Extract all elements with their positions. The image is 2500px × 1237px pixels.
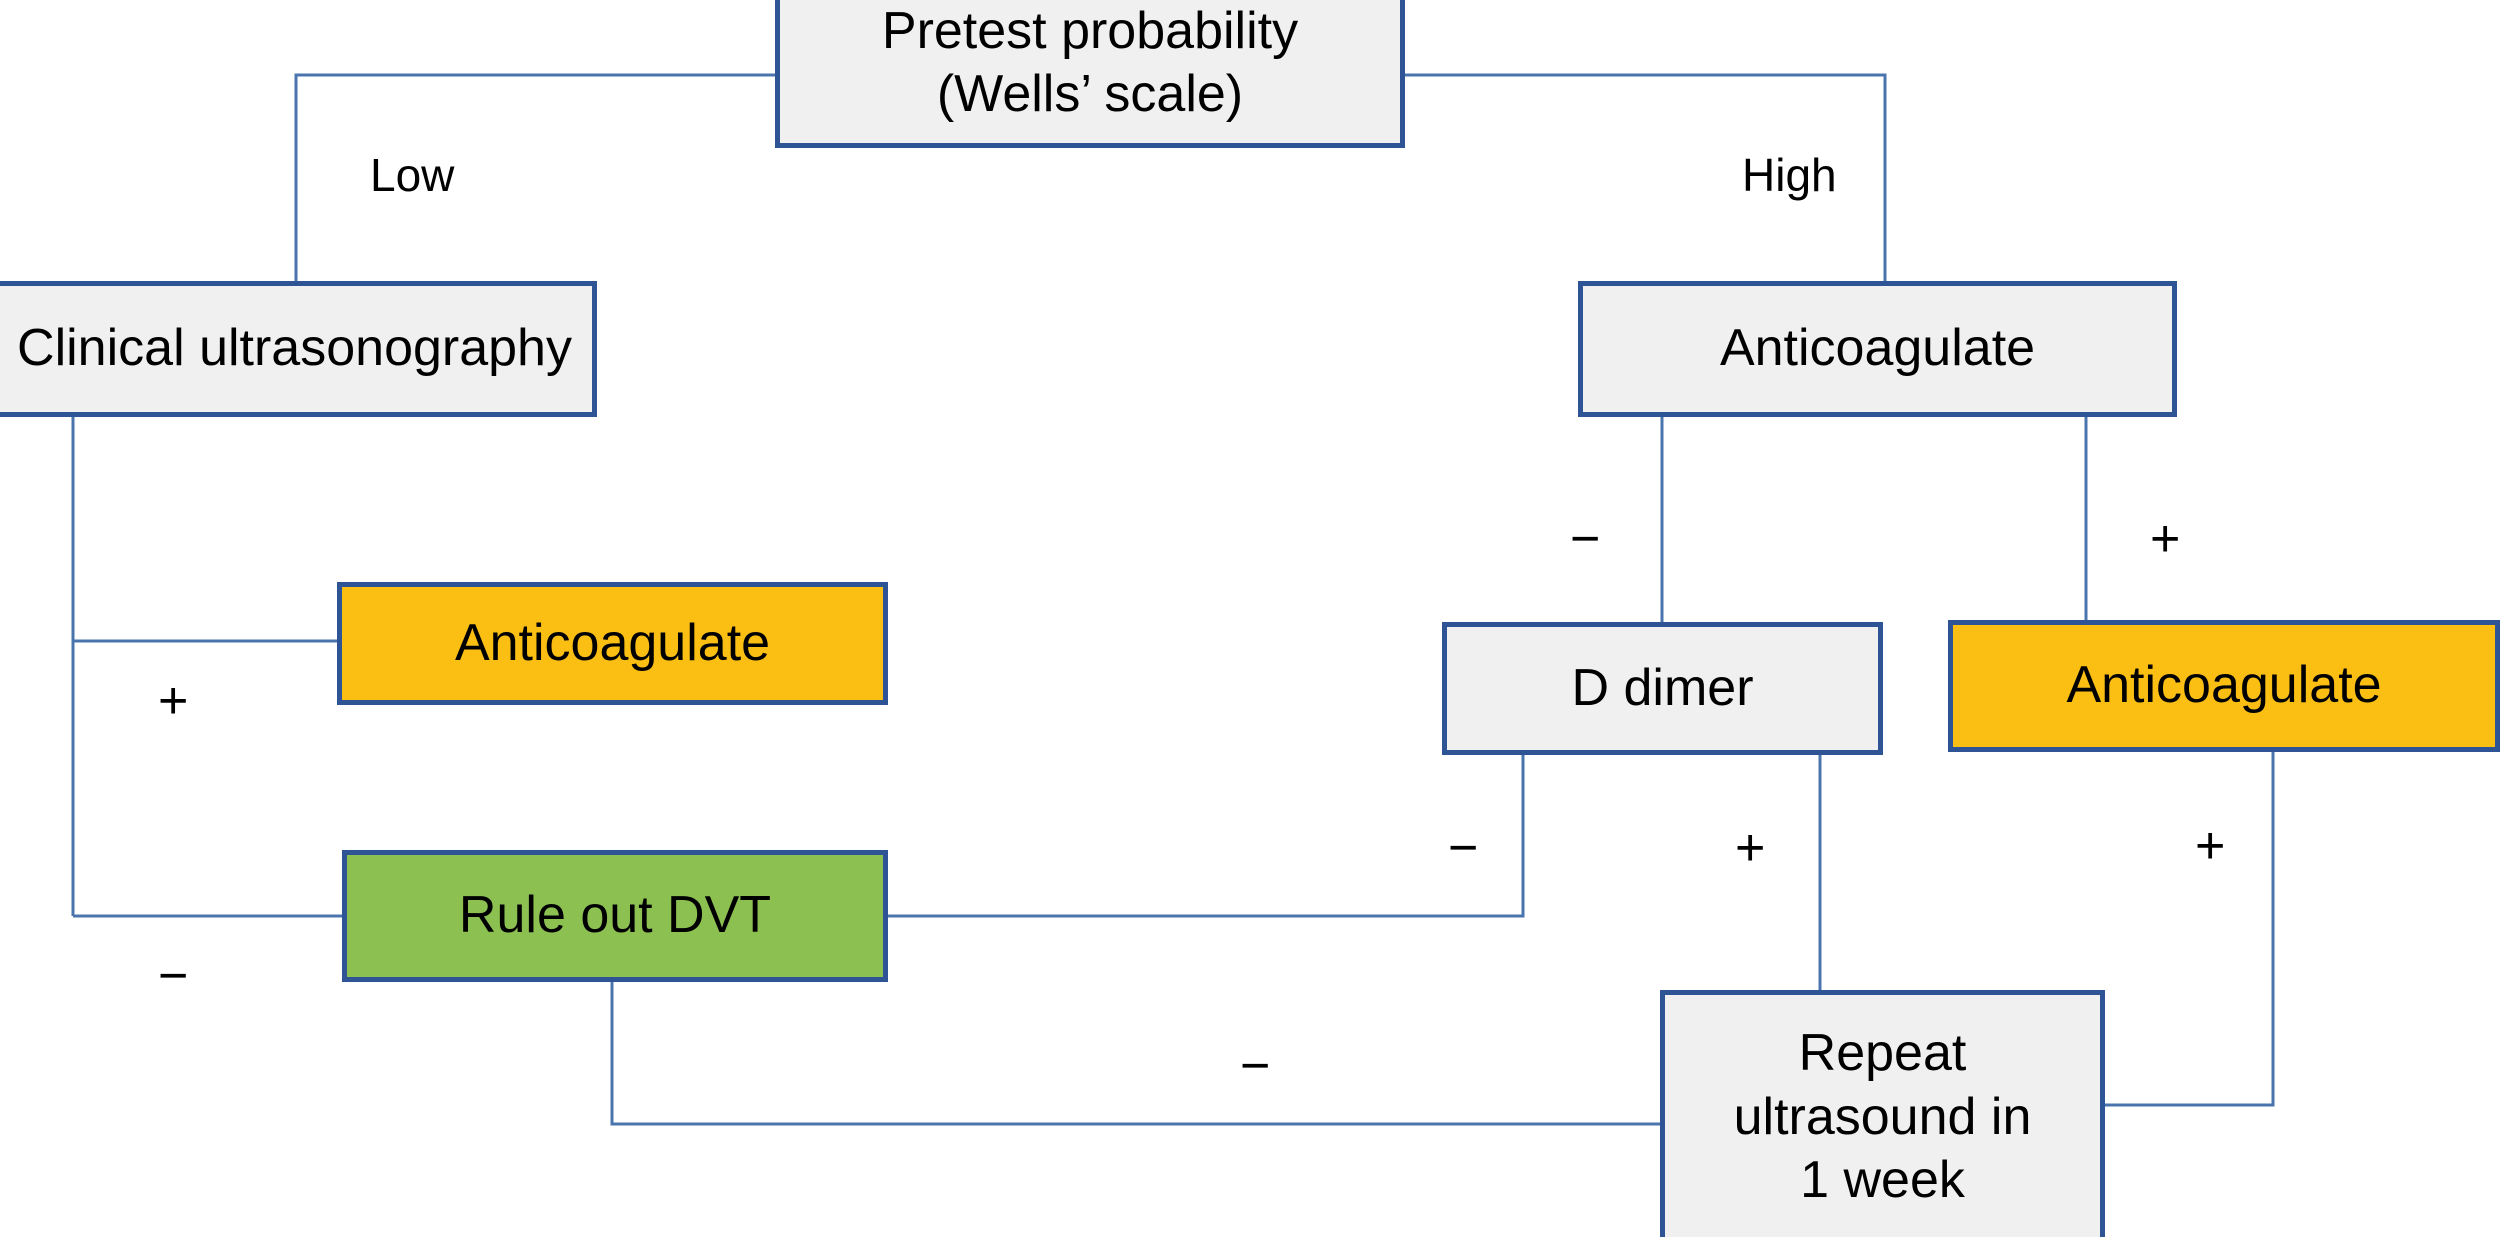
sign-label-anticoag-pos-plus: + <box>2195 817 2226 875</box>
node-repeat-ultrasound[interactable]: Repeat ultrasound in 1 week <box>1660 990 2105 1237</box>
node-label-clinical-ultrasonography: Clinical ultrasonography <box>17 319 572 378</box>
branch-label-low: Low <box>370 149 455 201</box>
node-label-rule-out-dvt: Rule out DVT <box>458 886 772 945</box>
connector-pretest-to-low <box>294 73 775 281</box>
sign-label-d-dimer-positive: + <box>1735 819 1766 877</box>
connector-pretest-to-high <box>1405 73 1887 281</box>
node-d-dimer[interactable]: D dimer <box>1442 622 1883 755</box>
sign-label-rule-out-dvt-negative: − <box>1240 1037 1271 1095</box>
node-label-anticoagulate-low-positive: Anticoagulate <box>454 613 771 672</box>
sign-label-anticoag-high-plus: + <box>2150 510 2181 568</box>
connector-anticoag-pos-to-repeat <box>2105 752 2275 1107</box>
node-label-d-dimer: D dimer <box>1571 658 1754 717</box>
node-pretest[interactable]: Pretest probability (Wells’ scale) <box>775 0 1405 148</box>
node-label-repeat-ultrasound: Repeat ultrasound in 1 week <box>1733 1024 2032 1210</box>
node-label-anticoagulate-high-positive: Anticoagulate <box>2066 656 2382 715</box>
node-anticoagulate-high[interactable]: Anticoagulate <box>1578 281 2177 417</box>
node-label-anticoagulate-high: Anticoagulate <box>1719 319 2036 378</box>
node-anticoagulate-high-positive[interactable]: Anticoagulate <box>1948 620 2500 752</box>
branch-label-high: High <box>1742 149 1837 201</box>
node-label-pretest: Pretest probability (Wells’ scale) <box>881 1 1299 123</box>
sign-label-d-dimer-negative: − <box>1448 819 1479 877</box>
sign-label-clinical-us-positive: + <box>158 672 189 730</box>
node-anticoagulate-low-positive[interactable]: Anticoagulate <box>337 582 888 705</box>
connector-d-dimer-negative-branch <box>888 755 1525 918</box>
sign-label-anticoag-high-minus: − <box>1570 510 1601 568</box>
connector-rule-out-dvt-to-repeat <box>610 982 1660 1126</box>
node-rule-out-dvt[interactable]: Rule out DVT <box>342 850 888 982</box>
node-clinical-ultrasonography[interactable]: Clinical ultrasonography <box>0 281 597 417</box>
sign-label-clinical-us-negative: − <box>158 947 189 1005</box>
